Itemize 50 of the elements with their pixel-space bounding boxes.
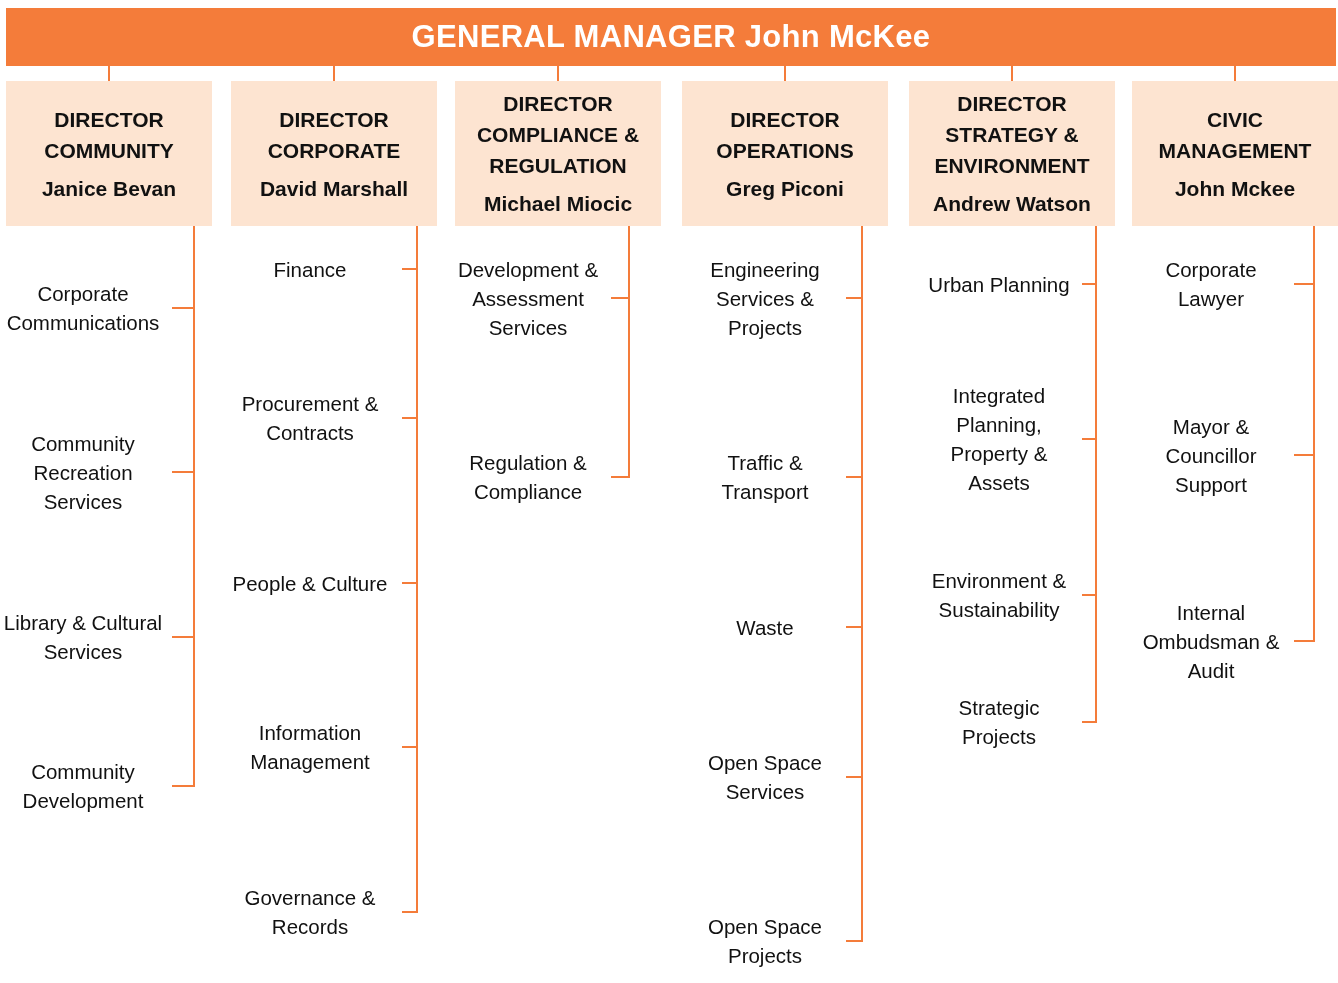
director-name: Janice Bevan bbox=[41, 175, 177, 202]
director-box bbox=[231, 81, 437, 226]
unit-label: Mayor & Councillor Support bbox=[1134, 411, 1288, 499]
unit-label: Integrated Planning, Property & Assets bbox=[922, 381, 1076, 497]
unit-label: Corporate Lawyer bbox=[1134, 255, 1288, 313]
unit-label: Information Management bbox=[224, 718, 396, 776]
header-title: GENERAL MANAGER John McKee bbox=[411, 19, 931, 55]
director-title: CIVIC MANAGEMENT bbox=[1157, 106, 1313, 164]
director-box bbox=[909, 81, 1115, 226]
unit-label: Waste bbox=[690, 612, 840, 642]
director-name: Andrew Watson bbox=[933, 191, 1091, 217]
unit-label: Traffic & Transport bbox=[690, 448, 840, 506]
director-name: Greg Piconi bbox=[726, 175, 844, 202]
director-box bbox=[6, 81, 212, 226]
director-box bbox=[682, 81, 888, 226]
unit-label: Development & Assessment Services bbox=[451, 254, 605, 342]
unit-label: Strategic Projects bbox=[922, 693, 1076, 751]
unit-label: People & Culture bbox=[224, 568, 396, 598]
unit-label: Governance & Records bbox=[224, 883, 396, 941]
unit-label: Engineering Services & Projects bbox=[690, 254, 840, 342]
connector-line bbox=[610, 225, 630, 478]
unit-label: Community Development bbox=[0, 757, 166, 815]
director-name: Michael Miocic bbox=[483, 191, 633, 217]
unit-label: Urban Planning bbox=[922, 269, 1076, 299]
director-title: DIRECTOR CORPORATE bbox=[266, 106, 402, 164]
director-title: DIRECTOR COMPLIANCE & REGULATION bbox=[475, 91, 641, 179]
connector-line bbox=[784, 65, 786, 82]
unit-label: Environment & Sustainability bbox=[922, 566, 1076, 624]
director-box bbox=[455, 81, 661, 226]
director-title: DIRECTOR OPERATIONS bbox=[715, 106, 855, 164]
unit-label: Procurement & Contracts bbox=[224, 389, 396, 447]
connector-line bbox=[557, 65, 559, 82]
unit-label: Open Space Projects bbox=[690, 912, 840, 970]
director-name: David Marshall bbox=[259, 175, 409, 202]
connector-line bbox=[108, 65, 110, 82]
connector-line bbox=[1011, 65, 1013, 82]
director-title: DIRECTOR STRATEGY & ENVIRONMENT bbox=[933, 91, 1091, 179]
unit-label: Open Space Services bbox=[690, 748, 840, 806]
director-title: DIRECTOR COMMUNITY bbox=[43, 106, 175, 164]
header-bar bbox=[6, 8, 1336, 66]
connector-line bbox=[1234, 65, 1236, 82]
unit-label: Internal Ombudsman & Audit bbox=[1134, 597, 1288, 685]
unit-label: Library & Cultural Services bbox=[0, 608, 166, 666]
director-name: John Mckee bbox=[1174, 175, 1296, 202]
unit-label: Regulation & Compliance bbox=[451, 448, 605, 506]
connector-line bbox=[333, 65, 335, 82]
director-box bbox=[1132, 81, 1338, 226]
unit-label: Community Recreation Services bbox=[0, 428, 166, 516]
unit-label: Corporate Communications bbox=[0, 279, 166, 337]
unit-label: Finance bbox=[224, 254, 396, 284]
